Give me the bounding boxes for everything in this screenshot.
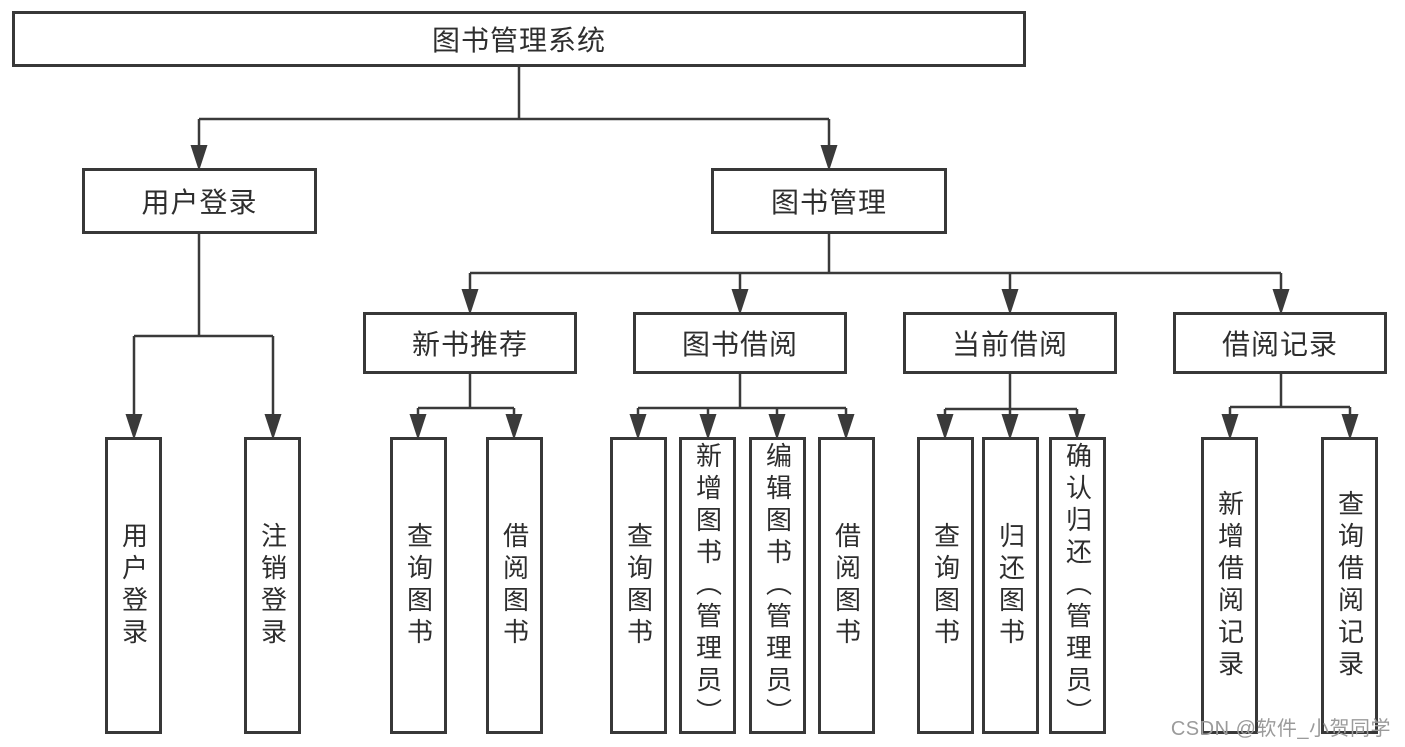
- node-user-login-label: 用户登录: [141, 187, 258, 218]
- leaf-confirm-return-admin: 确认归还（管理员）: [1049, 437, 1106, 734]
- connector-root-stub: [197, 67, 831, 150]
- leaf-logout: 注销登录: [244, 437, 301, 734]
- leaf-borrow-books-1: 借阅图书: [486, 437, 543, 734]
- leaf-query-books-1-label: 查询图书: [403, 521, 434, 650]
- watermark: CSDN @软件_小贺同学: [1170, 718, 1391, 740]
- leaf-query-books-3-label: 查询图书: [930, 521, 961, 650]
- leaf-add-borrow-record-label: 新增借阅记录: [1214, 489, 1245, 682]
- leaf-borrow-books-2: 借阅图书: [818, 437, 875, 734]
- connector-current-borrow: [943, 374, 1079, 418]
- leaf-borrow-books-2-label: 借阅图书: [831, 521, 862, 650]
- leaf-borrow-books-1-label: 借阅图书: [499, 521, 530, 650]
- leaf-confirm-return-admin-label: 确认归还（管理员）: [1062, 441, 1093, 730]
- node-current-borrowing-label: 当前借阅: [951, 329, 1068, 360]
- node-book-borrowing: 图书借阅: [633, 312, 847, 374]
- node-book-borrowing-label: 图书借阅: [681, 329, 798, 360]
- connector-borrow-record: [1228, 374, 1352, 418]
- node-new-book-recommend: 新书推荐: [363, 312, 577, 374]
- leaf-user-login: 用户登录: [105, 437, 162, 734]
- node-new-book-recommend-label: 新书推荐: [411, 329, 528, 360]
- leaf-query-borrow-record-label: 查询借阅记录: [1334, 489, 1365, 682]
- leaf-add-borrow-record: 新增借阅记录: [1201, 437, 1258, 734]
- node-book-management-label: 图书管理: [770, 187, 887, 218]
- connector-book-borrow: [636, 374, 848, 418]
- connector-book-mgmt: [468, 234, 1283, 293]
- node-user-login: 用户登录: [82, 168, 317, 234]
- leaf-edit-books-admin: 编辑图书（管理员）: [749, 437, 806, 734]
- leaf-add-books-admin: 新增图书（管理员）: [679, 437, 736, 734]
- leaf-query-books-1: 查询图书: [390, 437, 447, 734]
- leaf-query-books-3: 查询图书: [917, 437, 974, 734]
- leaf-return-books-label: 归还图书: [995, 521, 1026, 650]
- leaf-query-borrow-record: 查询借阅记录: [1321, 437, 1378, 734]
- connector-user-login: [132, 234, 275, 418]
- connector-new-book: [416, 374, 516, 418]
- node-book-management: 图书管理: [711, 168, 947, 234]
- node-system-root-label: 图书管理系统: [431, 25, 606, 56]
- node-borrowing-records: 借阅记录: [1173, 312, 1387, 374]
- leaf-query-books-2-label: 查询图书: [623, 521, 654, 650]
- leaf-user-login-label: 用户登录: [118, 521, 149, 650]
- node-borrowing-records-label: 借阅记录: [1221, 329, 1338, 360]
- leaf-logout-label: 注销登录: [257, 521, 288, 650]
- leaf-query-books-2: 查询图书: [610, 437, 667, 734]
- leaf-add-books-admin-label: 新增图书（管理员）: [692, 441, 723, 730]
- leaf-edit-books-admin-label: 编辑图书（管理员）: [762, 441, 793, 730]
- node-system-root: 图书管理系统: [12, 11, 1026, 67]
- leaf-return-books: 归还图书: [982, 437, 1039, 734]
- node-current-borrowing: 当前借阅: [903, 312, 1117, 374]
